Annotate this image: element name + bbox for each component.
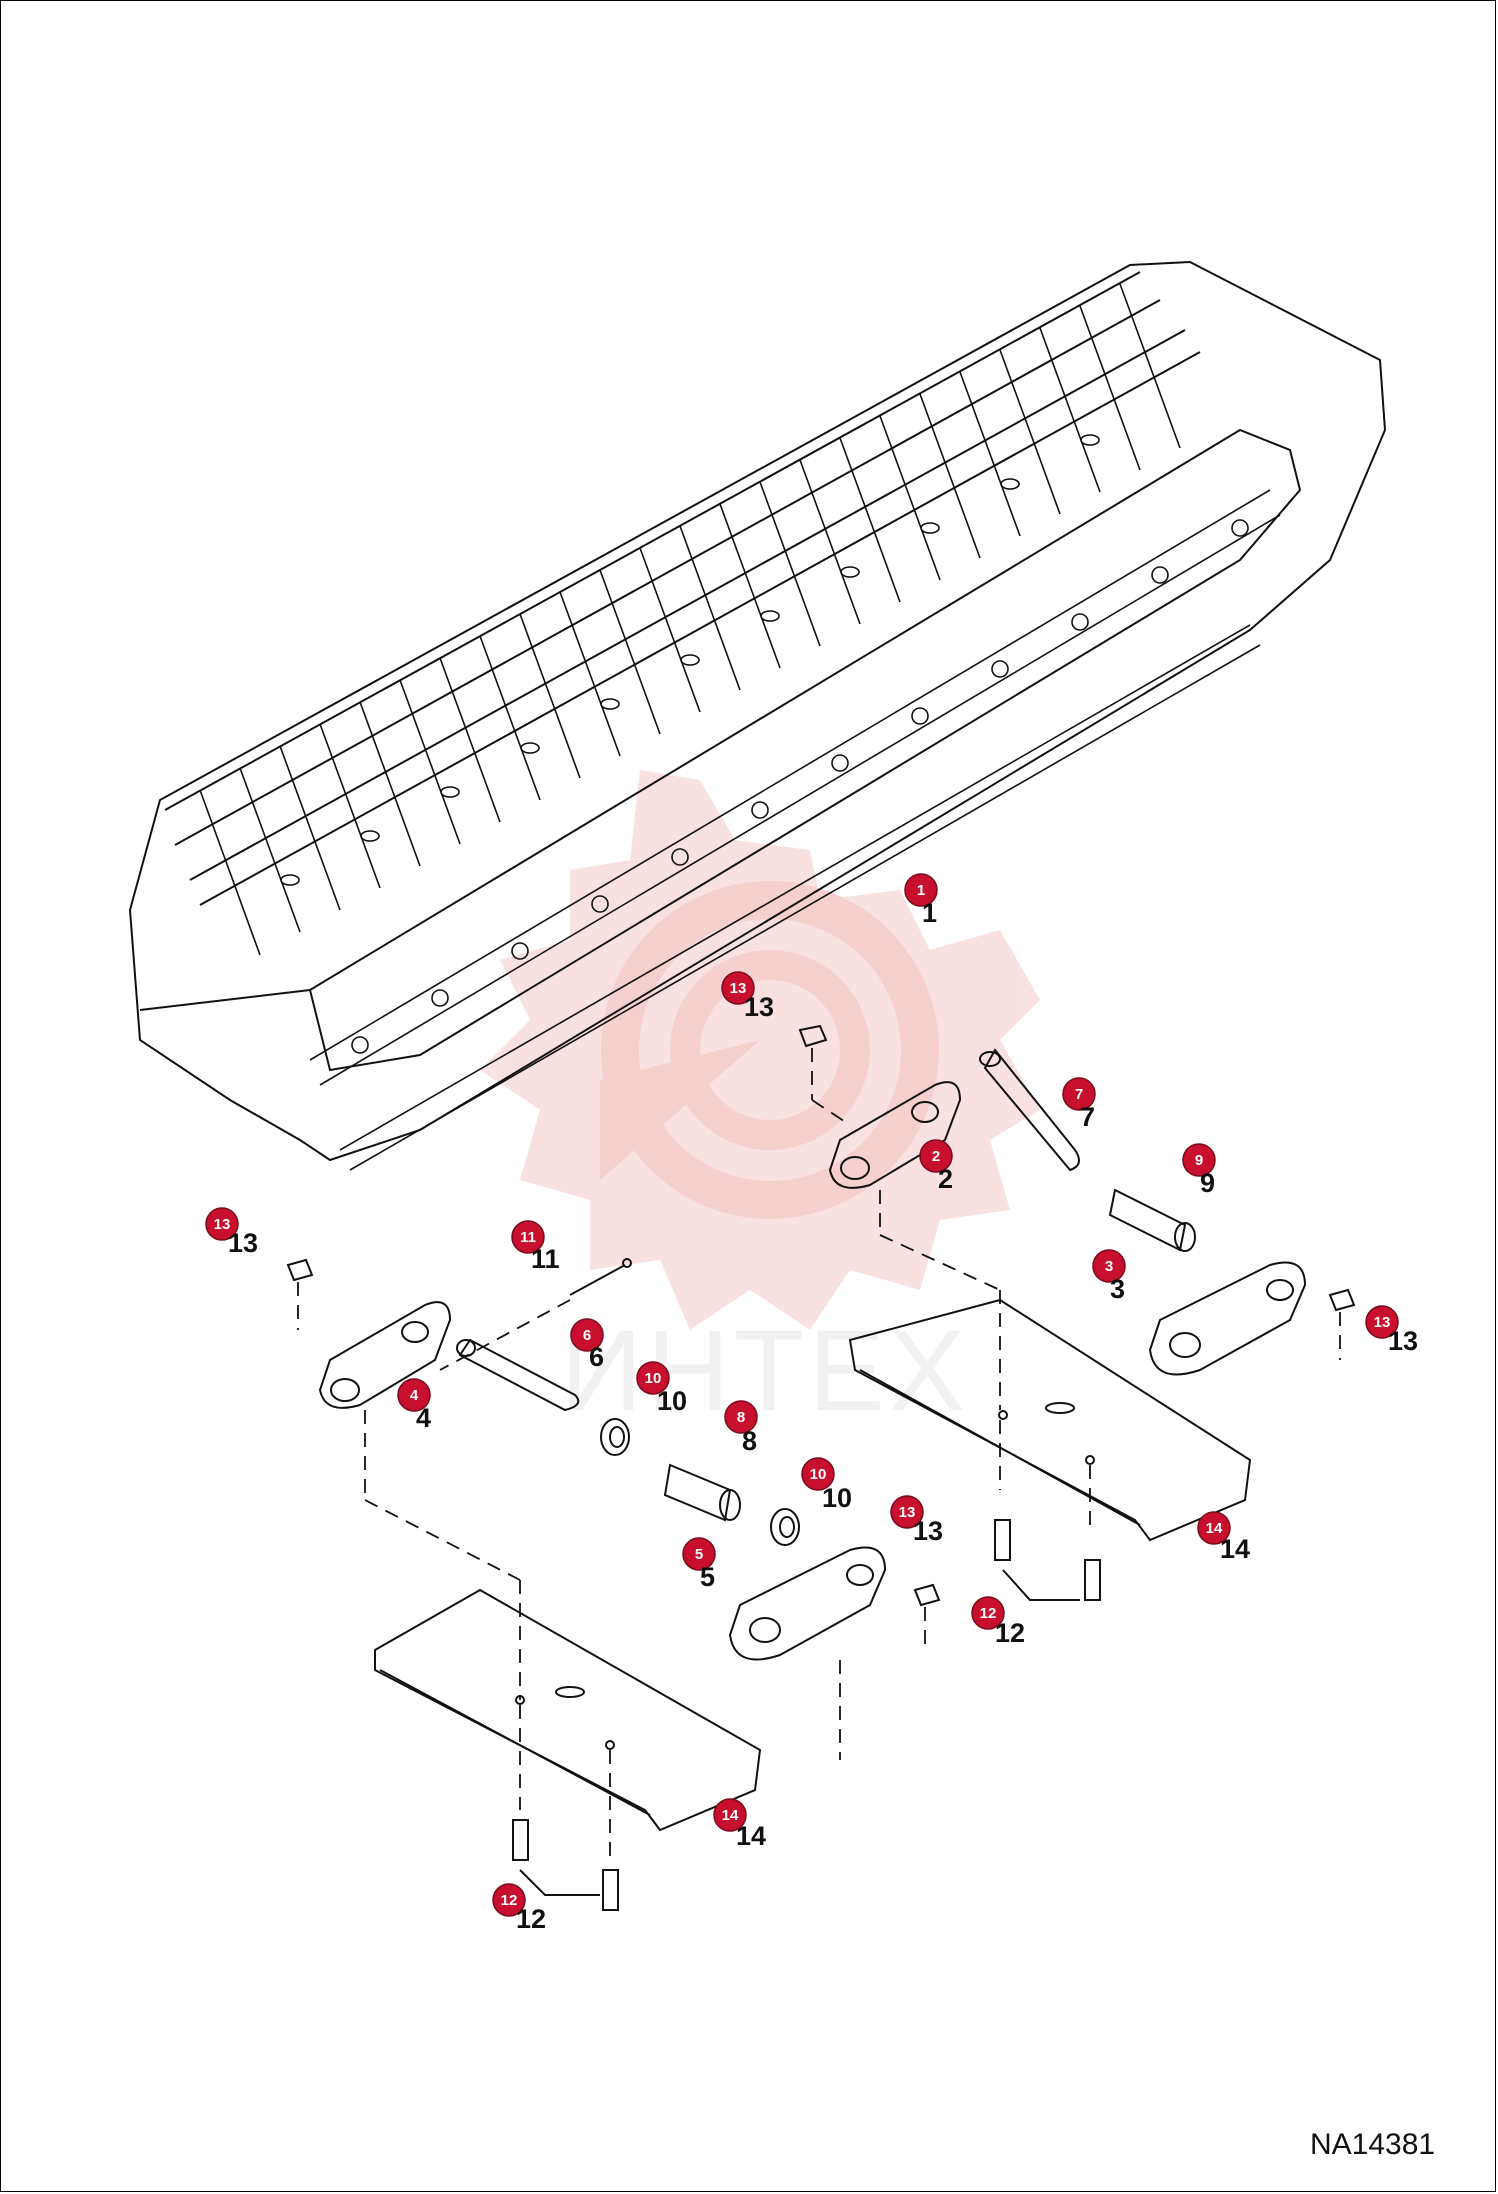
callout-3-badge-label: 3: [1105, 1258, 1113, 1275]
callout-5-number: 5: [700, 1562, 715, 1592]
callout-13c-number: 13: [228, 1228, 258, 1258]
bushing-9: [1108, 1188, 1196, 1252]
callout-5-badge-label: 5: [695, 1546, 703, 1563]
callout-13a-badge-label: 13: [730, 980, 747, 997]
callout-12a: 12 12: [971, 1596, 1025, 1648]
nut-13b: [1328, 1288, 1356, 1360]
callout-12a-number: 12: [995, 1618, 1025, 1648]
callout-13d-badge-label: 13: [899, 1504, 916, 1521]
callout-12b-number: 12: [516, 1904, 546, 1934]
callout-7-badge-label: 7: [1075, 1086, 1083, 1103]
seal-10a: [600, 1418, 630, 1456]
callout-5: 5 5: [682, 1537, 716, 1592]
pin-7: [979, 1048, 1080, 1172]
nut-13a: [798, 1024, 851, 1126]
pin-6: [456, 1338, 580, 1412]
callout-13b: 13 13: [1365, 1305, 1418, 1356]
track-shoe-14b: [374, 1588, 762, 1860]
callout-6: 6 6: [570, 1318, 604, 1372]
callout-1: 1 1: [904, 873, 938, 928]
track-link-4: [318, 1301, 521, 1700]
bolts-12b: [512, 1819, 619, 1911]
callout-6-badge-label: 6: [583, 1327, 591, 1344]
watermark-logo: ИНТЕХ: [480, 770, 1040, 1435]
callout-12b-badge-label: 12: [501, 1892, 518, 1909]
track-chain: [309, 489, 1281, 1086]
callout-8-number: 8: [742, 1426, 757, 1456]
callout-4: 4 4: [397, 1378, 431, 1433]
callout-14a-number: 14: [1220, 1534, 1250, 1564]
bushing-8: [663, 1463, 741, 1522]
track-shoe-14a: [848, 1298, 1252, 1542]
track-assembly: [128, 260, 1387, 1171]
callout-8: 8 8: [724, 1400, 758, 1456]
track-link-3: [1148, 1261, 1307, 1376]
callout-10b-number: 10: [822, 1483, 852, 1513]
callout-13d: 13 13: [890, 1495, 943, 1546]
callout-1-number: 1: [922, 898, 937, 928]
callout-10a-badge-label: 10: [645, 1370, 662, 1387]
callout-8-badge-label: 8: [737, 1409, 745, 1426]
callout-12b: 12 12: [492, 1883, 546, 1934]
callout-14b-badge-label: 14: [722, 1807, 739, 1824]
callout-7-number: 7: [1080, 1102, 1095, 1132]
callout-2-number: 2: [938, 1164, 953, 1194]
callout-10b: 10 10: [801, 1457, 852, 1513]
callout-3-number: 3: [1110, 1274, 1125, 1304]
callout-3: 3 3: [1092, 1249, 1126, 1304]
nut-13d: [913, 1583, 941, 1650]
callout-14b: 14 14: [713, 1798, 766, 1851]
callout-2-badge-label: 2: [932, 1148, 940, 1165]
callout-10b-badge-label: 10: [810, 1466, 827, 1483]
cotter-pin-11: [439, 1258, 632, 1371]
callout-11: 11 11: [511, 1220, 560, 1274]
callout-10a-number: 10: [657, 1386, 687, 1416]
callout-9-number: 9: [1200, 1168, 1215, 1198]
track-link-2: [828, 1081, 1001, 1410]
callout-9: 9 9: [1182, 1143, 1216, 1198]
callout-6-number: 6: [589, 1342, 604, 1372]
callout-13a-number: 13: [744, 992, 774, 1022]
track-link-5: [728, 1546, 887, 1760]
bolts-12a: [994, 1519, 1101, 1601]
callout-1-badge-label: 1: [917, 882, 925, 899]
callout-14a: 14 14: [1197, 1511, 1250, 1564]
callout-11-number: 11: [531, 1244, 560, 1274]
track-bottom-shoes: [339, 624, 1261, 1171]
callout-9-badge-label: 9: [1195, 1152, 1203, 1169]
drawing-id: NA14381: [1310, 2128, 1436, 2161]
watermark-text: ИНТЕХ: [560, 1307, 969, 1435]
seal-10b: [770, 1508, 800, 1546]
callout-14a-badge-label: 14: [1206, 1520, 1223, 1537]
callout-13c-badge-label: 13: [214, 1216, 231, 1233]
callout-13b-number: 13: [1388, 1326, 1418, 1356]
callout-7: 7 7: [1062, 1077, 1096, 1132]
nut-13c: [286, 1258, 314, 1330]
callout-4-badge-label: 4: [410, 1387, 419, 1404]
callout-11-badge-label: 11: [520, 1229, 536, 1246]
callout-13c: 13 13: [205, 1207, 258, 1258]
callout-10a: 10 10: [636, 1361, 687, 1416]
callout-4-number: 4: [416, 1403, 431, 1433]
callout-13b-badge-label: 13: [1374, 1314, 1391, 1331]
callout-2: 2 2: [919, 1139, 953, 1194]
callout-13a: 13 13: [721, 971, 774, 1022]
callout-14b-number: 14: [736, 1821, 766, 1851]
callout-13d-number: 13: [913, 1516, 943, 1546]
track-shoe-grousers: [139, 271, 1201, 1011]
callout-12a-badge-label: 12: [980, 1605, 997, 1622]
